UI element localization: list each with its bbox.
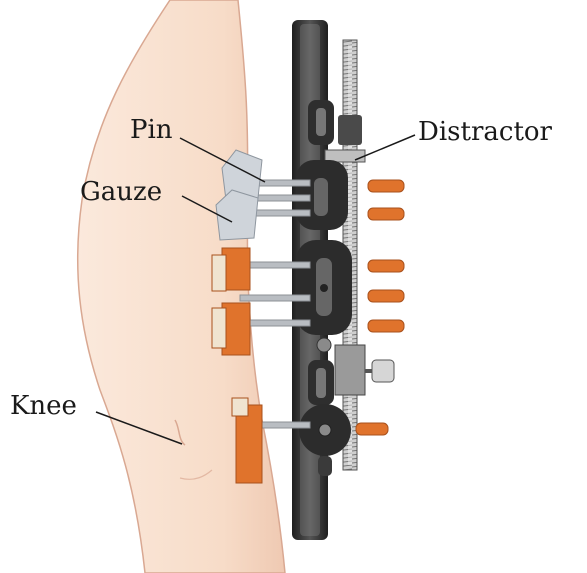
pin-caps [356,180,404,435]
distractor-knob [372,360,394,382]
distractor-leader [355,135,415,160]
leg [78,0,285,573]
pin-label: Pin [130,115,173,145]
distractor-top-nut [338,115,362,145]
distractor-bottom-block [335,345,365,395]
gauze-label: Gauze [80,177,162,207]
knee-label: Knee [10,391,77,421]
distractor-label: Distractor [418,117,553,147]
